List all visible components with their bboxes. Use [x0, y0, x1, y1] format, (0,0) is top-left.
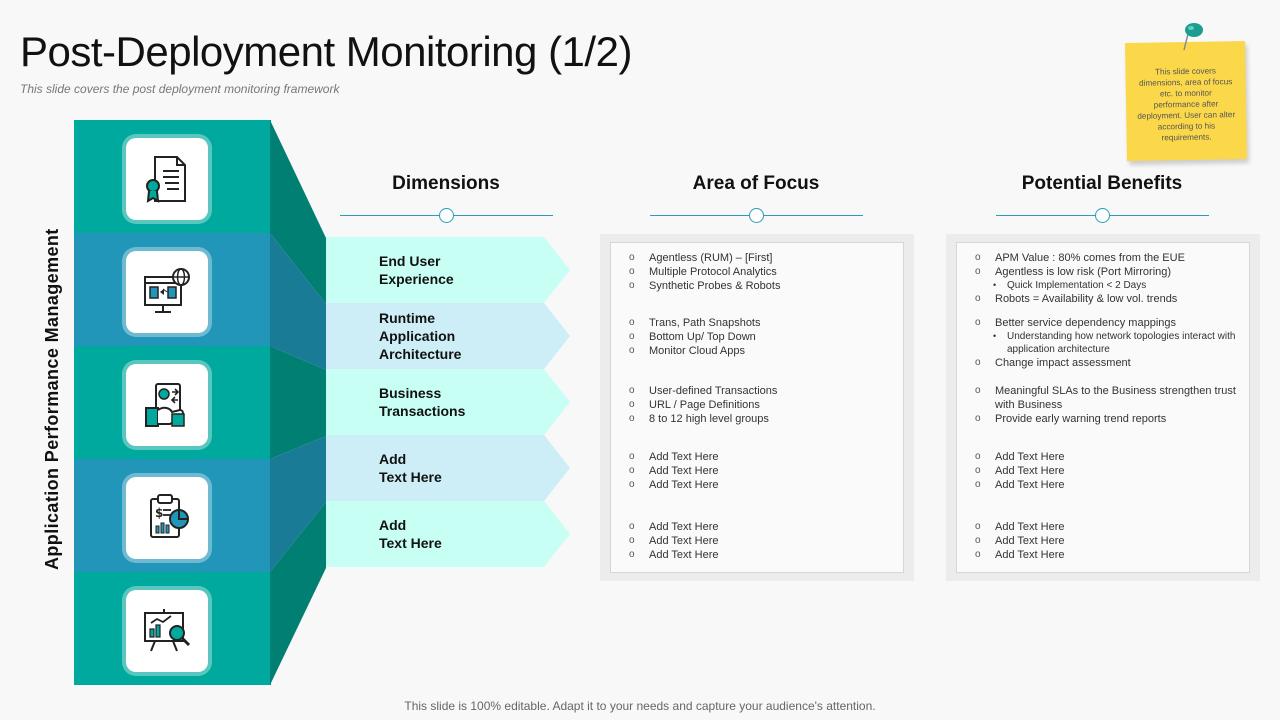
sub-list-item: Quick Implementation < 2 Days: [975, 279, 1241, 292]
certificate-icon: [146, 156, 186, 203]
list-item: 8 to 12 high level groups: [629, 412, 895, 426]
list-item: Trans, Path Snapshots: [629, 316, 895, 330]
list-item: Provide early warning trend reports: [975, 412, 1241, 426]
dimension-label-1: End User Experience: [379, 253, 454, 287]
benefit-group-1: APM Value : 80% comes from the EUE Agent…: [975, 251, 1241, 306]
presentation-analytics-tile: [126, 590, 208, 672]
header-potential-benefits: Potential Benefits: [1021, 173, 1183, 194]
focus-group-5: Add Text Here Add Text Here Add Text Her…: [629, 520, 895, 562]
benefit-group-4: Add Text Here Add Text Here Add Text Her…: [975, 450, 1241, 492]
list-item: Agentless is low risk (Port Mirroring): [975, 265, 1241, 279]
dimension-arrow-3: Business Transactions: [326, 369, 570, 435]
hand-payment-tile: [126, 364, 208, 446]
list-item: Better service dependency mappings: [975, 316, 1241, 330]
side-label: Application Performance Management: [42, 228, 62, 570]
list-item: Add Text Here: [975, 548, 1241, 562]
dimension-arrow-1: End User Experience: [326, 237, 570, 303]
list-item: Add Text Here: [629, 478, 895, 492]
push-pin-icon: [1183, 23, 1203, 51]
list-item: Add Text Here: [629, 464, 895, 478]
dimension-icon-column: $: [74, 120, 271, 685]
list-item: User-defined Transactions: [629, 384, 895, 398]
list-item: Change impact assessment: [975, 356, 1241, 370]
clipboard-finance-tile: $: [126, 477, 208, 559]
list-item: Add Text Here: [975, 450, 1241, 464]
focus-group-2: Trans, Path Snapshots Bottom Up/ Top Dow…: [629, 316, 895, 358]
header-dot-area-of-focus: [749, 208, 764, 223]
focus-group-3: User-defined Transactions URL / Page Def…: [629, 384, 895, 426]
list-item: Add Text Here: [975, 464, 1241, 478]
list-item: Synthetic Probes & Robots: [629, 279, 895, 293]
page-subtitle: This slide covers the post deployment mo…: [20, 82, 340, 96]
list-item: Add Text Here: [975, 534, 1241, 548]
dimension-arrow-4: Add Text Here: [326, 435, 570, 501]
list-item: Multiple Protocol Analytics: [629, 265, 895, 279]
page-title: Post-Deployment Monitoring (1/2): [20, 28, 632, 75]
funnel-connector: [270, 120, 326, 685]
header-dot-potential-benefits: [1095, 208, 1110, 223]
certificate-tile: [126, 138, 208, 220]
sticky-note: This slide covers dimensions, area of fo…: [1124, 40, 1248, 162]
list-item: Add Text Here: [629, 520, 895, 534]
list-item: Add Text Here: [629, 450, 895, 464]
footer-note: This slide is 100% editable. Adapt it to…: [404, 699, 876, 713]
dimension-arrow-5: Add Text Here: [326, 501, 570, 567]
area-of-focus-panel: Agentless (RUM) – [First] Multiple Proto…: [600, 234, 914, 581]
sticky-note-text: This slide covers dimensions, area of fo…: [1137, 66, 1236, 143]
list-item: Robots = Availability & low vol. trends: [975, 292, 1241, 306]
potential-benefits-panel: APM Value : 80% comes from the EUE Agent…: [946, 234, 1260, 581]
dimension-label-5: Add Text Here: [379, 517, 442, 551]
clipboard-finance-chart-icon: $: [150, 494, 189, 538]
presentation-analytics-icon: [144, 609, 191, 652]
dimension-label-4: Add Text Here: [379, 451, 442, 485]
list-item: Add Text Here: [975, 520, 1241, 534]
benefit-group-3: Meaningful SLAs to the Business strength…: [975, 384, 1241, 426]
header-dot-dimensions: [439, 208, 454, 223]
header-dimensions: Dimensions: [392, 173, 500, 194]
list-item: Monitor Cloud Apps: [629, 344, 895, 358]
list-item: URL / Page Definitions: [629, 398, 895, 412]
list-item: Bottom Up/ Top Down: [629, 330, 895, 344]
sub-list-item: Understanding how network topologies int…: [975, 330, 1241, 356]
benefit-group-5: Add Text Here Add Text Here Add Text Her…: [975, 520, 1241, 562]
hand-payment-icon: [145, 383, 185, 427]
dimension-label-3: Business Transactions: [379, 385, 466, 419]
dimension-arrow-2: Runtime Application Architecture: [326, 303, 570, 369]
dimension-label-2: Runtime Application Architecture: [379, 310, 462, 362]
web-browser-globe-icon: [144, 268, 190, 313]
header-area-of-focus: Area of Focus: [692, 173, 820, 194]
svg-text:$: $: [155, 506, 163, 520]
list-item: Add Text Here: [975, 478, 1241, 492]
list-item: APM Value : 80% comes from the EUE: [975, 251, 1241, 265]
list-item: Agentless (RUM) – [First]: [629, 251, 895, 265]
benefit-group-2: Better service dependency mappings Under…: [975, 316, 1241, 370]
focus-group-1: Agentless (RUM) – [First] Multiple Proto…: [629, 251, 895, 293]
list-item: Add Text Here: [629, 534, 895, 548]
list-item: Meaningful SLAs to the Business strength…: [975, 384, 1241, 412]
list-item: Add Text Here: [629, 548, 895, 562]
web-browser-tile: [126, 251, 208, 333]
focus-group-4: Add Text Here Add Text Here Add Text Her…: [629, 450, 895, 492]
